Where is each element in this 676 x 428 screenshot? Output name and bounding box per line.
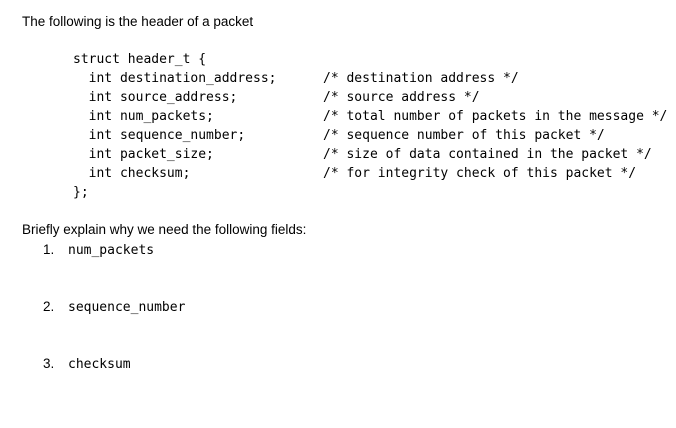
code-line-struct-close: };: [73, 183, 667, 202]
question-field-name: checksum: [68, 357, 131, 372]
prompt-text: Briefly explain why we need the followin…: [22, 222, 307, 237]
field-comment: /* for integrity check of this packet */: [323, 166, 637, 181]
question-number: 1.: [43, 242, 55, 257]
question-item-num-packets: 1. num_packets: [43, 241, 154, 259]
question-field-name: num_packets: [68, 243, 155, 258]
code-line-struct-open: struct header_t {: [73, 50, 667, 69]
question-number: 3.: [43, 356, 55, 371]
struct-close-text: };: [73, 185, 89, 200]
field-declaration: int packet_size;: [73, 147, 214, 162]
code-line-sequence-number: int sequence_number; /* sequence number …: [73, 126, 667, 145]
field-comment: /* source address */: [323, 90, 480, 105]
question-item-checksum: 3. checksum: [43, 355, 131, 373]
code-line-checksum: int checksum; /* for integrity check of …: [73, 164, 667, 183]
question-item-sequence-number: 2. sequence_number: [43, 298, 185, 316]
code-line-num-packets: int num_packets; /* total number of pack…: [73, 107, 668, 126]
field-comment: /* sequence number of this packet */: [323, 128, 605, 143]
field-comment: /* total number of packets in the messag…: [323, 109, 668, 124]
code-line-packet-size: int packet_size; /* size of data contain…: [73, 145, 667, 164]
struct-open-text: struct header_t {: [73, 52, 207, 67]
field-declaration: int sequence_number;: [73, 128, 246, 143]
field-comment: /* size of data contained in the packet …: [323, 147, 652, 162]
struct-code-block: struct header_t { int destination_addres…: [73, 50, 667, 202]
intro-text: The following is the header of a packet: [22, 14, 254, 29]
code-line-source-address: int source_address; /* source address */: [73, 88, 667, 107]
question-number: 2.: [43, 299, 55, 314]
field-declaration: int checksum;: [73, 166, 191, 181]
field-declaration: int destination_address;: [73, 71, 277, 86]
code-line-destination-address: int destination_address; /* destination …: [73, 69, 667, 88]
field-comment: /* destination address */: [323, 71, 519, 86]
field-declaration: int source_address;: [73, 90, 238, 105]
question-field-name: sequence_number: [68, 300, 186, 315]
field-declaration: int num_packets;: [73, 109, 214, 124]
